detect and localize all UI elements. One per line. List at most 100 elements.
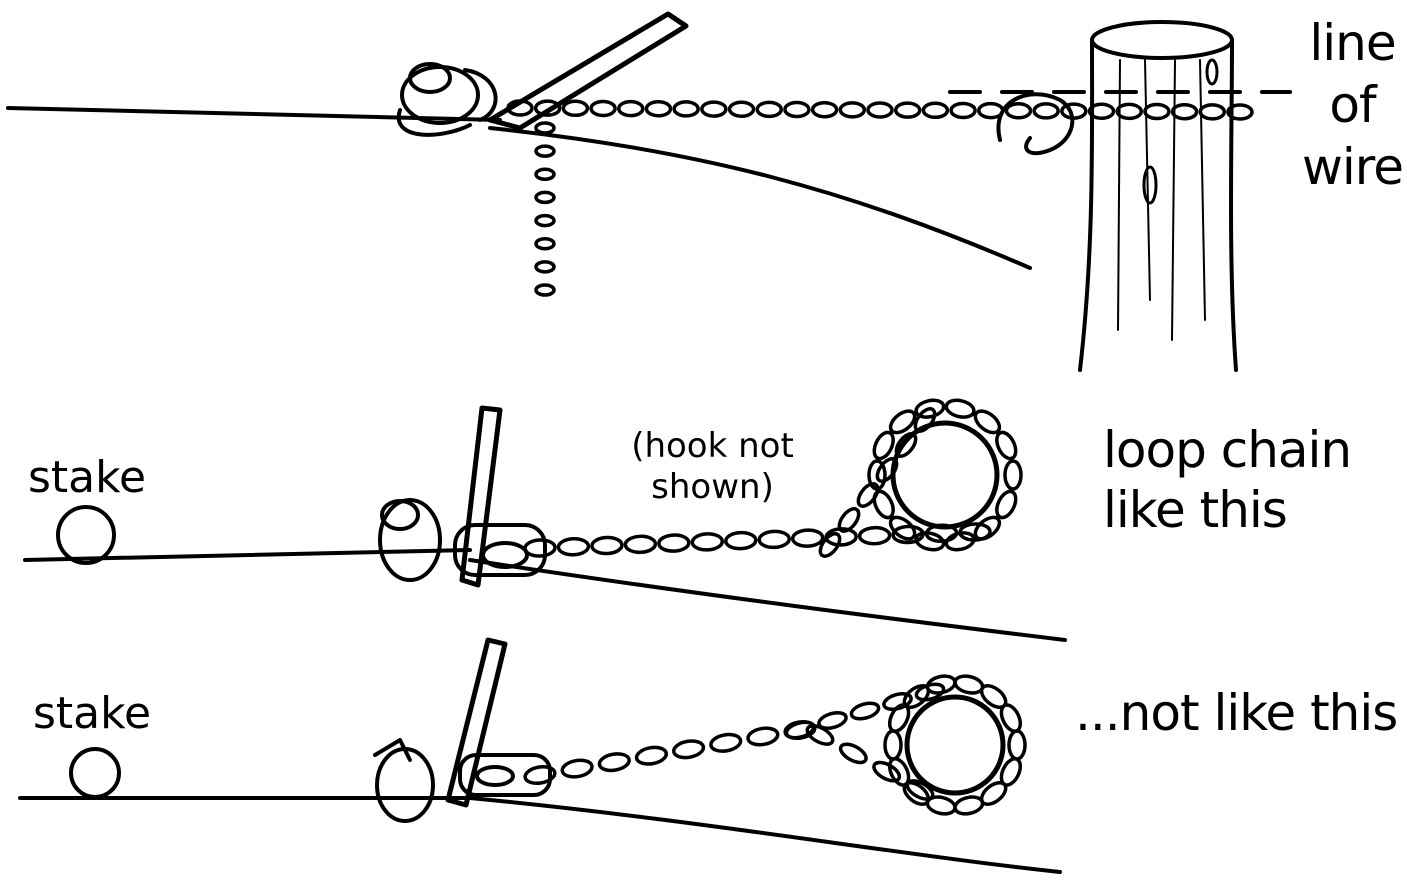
- chain-link: [755, 100, 783, 119]
- chain-link: [534, 283, 556, 297]
- chain-link: [872, 489, 895, 520]
- loop-ring-bottom: [904, 694, 1006, 796]
- chain-branch-mid: [818, 407, 937, 558]
- chain-link: [623, 534, 658, 555]
- chain-link: [995, 489, 1018, 520]
- chain-link: [534, 213, 556, 228]
- chain-link: [523, 538, 557, 558]
- stake-circle-mid: [56, 505, 116, 565]
- chain-bottom: [523, 719, 817, 786]
- chain-link: [999, 703, 1023, 733]
- chain-link: [894, 432, 918, 458]
- chain-link: [818, 532, 842, 558]
- loop-like-this-line2: like this: [1103, 481, 1288, 539]
- line-of-wire-line3: wire: [1301, 138, 1404, 196]
- middle-panel: [23, 398, 1067, 642]
- chain-link: [1087, 102, 1116, 120]
- chain-link: [866, 101, 894, 119]
- chain-link: [914, 398, 946, 419]
- chain-link: [724, 530, 758, 551]
- chain-link: [883, 729, 903, 761]
- hook-not-shown-line2: shown): [651, 466, 774, 507]
- chain-link: [995, 430, 1018, 461]
- chain-link: [757, 529, 791, 550]
- wire-line-top: [6, 106, 502, 122]
- hanging-chain: [534, 121, 556, 297]
- chain-link: [1032, 102, 1060, 120]
- chain-link: [561, 99, 590, 118]
- chain-link: [914, 682, 946, 702]
- chain-branch-bottom: [784, 682, 946, 801]
- hook-not-shown-line1: (hook not: [631, 426, 794, 466]
- line-of-wire-line1: line: [1309, 14, 1396, 72]
- chain-link: [857, 525, 892, 546]
- lever-handle-mid: [459, 405, 503, 588]
- chain-top: [506, 99, 1254, 121]
- chain-link: [590, 535, 624, 556]
- chain-link: [727, 100, 756, 118]
- loop-like-this-label: loop chain like this: [1103, 421, 1352, 539]
- chain-link: [1226, 103, 1254, 121]
- chain-link: [657, 533, 691, 553]
- chain-link: [973, 409, 1002, 435]
- chain-link: [905, 779, 935, 801]
- chain-link: [944, 398, 976, 419]
- chain-link: [810, 100, 839, 119]
- chain-link: [837, 507, 861, 533]
- chain-link: [913, 407, 937, 433]
- chain-link: [533, 99, 562, 117]
- chain-link: [534, 144, 556, 158]
- chain-link: [953, 674, 985, 695]
- chain-link: [534, 167, 556, 182]
- hook-not-shown-label: (hook not shown): [620, 426, 805, 508]
- not-like-this-label: ...not like this: [1075, 684, 1398, 742]
- chain-link: [1007, 729, 1027, 761]
- chain-link: [949, 101, 977, 120]
- chain-link: [888, 515, 917, 541]
- chain-link: [1198, 103, 1227, 121]
- chain-link: [589, 99, 617, 118]
- chain-link: [506, 99, 534, 117]
- chain-mid: [523, 522, 992, 558]
- loop-ring-mid: [890, 420, 1000, 530]
- chain-link: [534, 190, 556, 205]
- hook-on-post: [996, 92, 1075, 156]
- chain-link: [817, 710, 848, 731]
- chain-link: [690, 532, 725, 552]
- stake-circle-bottom: [69, 747, 121, 799]
- slack-wire-top: [488, 126, 1032, 270]
- chain-link: [838, 101, 867, 119]
- lever-handle-bottom: [445, 637, 508, 808]
- chain-link: [1004, 102, 1033, 120]
- chain-link: [709, 732, 743, 753]
- chain-link: [534, 236, 556, 251]
- chain-link: [671, 739, 706, 760]
- chain-link: [556, 537, 591, 557]
- chain-link: [882, 691, 913, 712]
- chain-link: [838, 742, 868, 765]
- chain-link: [644, 100, 673, 118]
- chain-link: [1170, 102, 1199, 121]
- slack-wire-bottom: [468, 796, 1062, 874]
- chain-link: [1115, 102, 1143, 121]
- chain-link: [849, 701, 881, 721]
- chain-link: [872, 430, 895, 461]
- loop-like-this-line1: loop chain: [1103, 421, 1352, 479]
- chain-link: [914, 531, 946, 552]
- tensioner-grip-bottom: [373, 738, 552, 823]
- chain-link: [672, 100, 700, 118]
- fence-post: [1078, 20, 1238, 372]
- wire-line-mid: [23, 548, 472, 562]
- chain-link: [560, 758, 594, 779]
- chain-loop-bottom: [883, 674, 1027, 816]
- chain-link: [634, 745, 669, 766]
- chain-link: [893, 101, 922, 119]
- chain-link: [534, 121, 556, 135]
- top-panel: [6, 11, 1292, 372]
- slack-wire-mid: [468, 558, 1067, 642]
- chain-link: [1143, 102, 1171, 121]
- chain-link: [875, 457, 899, 483]
- chain-link: [534, 260, 556, 274]
